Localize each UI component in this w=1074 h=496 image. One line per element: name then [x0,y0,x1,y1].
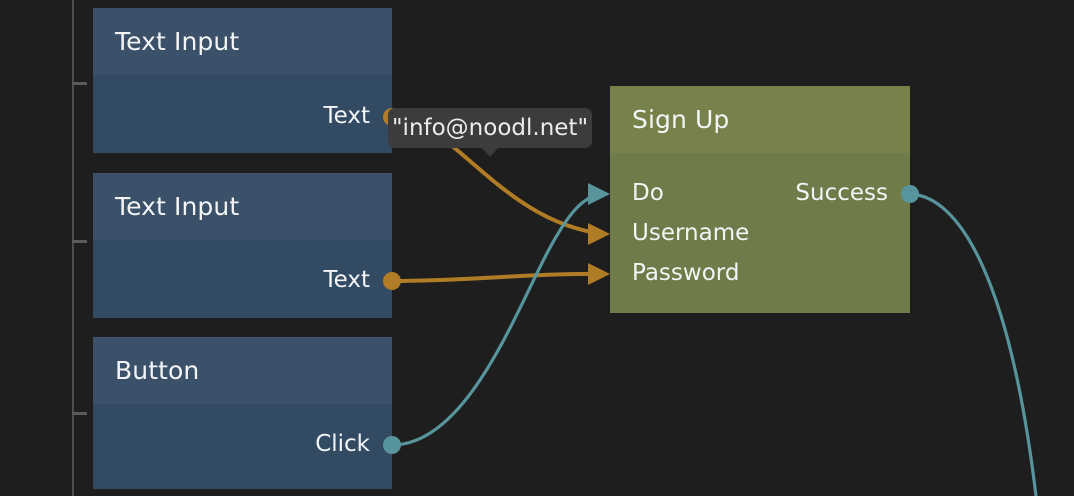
node-body: Click [93,404,392,489]
wire [390,271,606,283]
node-button[interactable]: Button Click [93,337,392,489]
port-value-tooltip: "info@noodl.net" [388,108,592,157]
node-title: Text Input [115,192,240,221]
node-title: Text Input [115,27,240,56]
port-arrow [588,223,610,245]
port-label: Click [315,431,370,457]
output-port-click[interactable]: Click [315,431,370,457]
node-header[interactable]: Button [93,337,392,404]
port-arrow [588,263,610,285]
node-tree-rail [72,0,74,496]
tree-stub [72,82,87,85]
node-body: Do Username Password Success [610,153,910,313]
port-label: Success [795,180,888,206]
port-label: Do [632,180,664,206]
port-label: Text [323,103,370,129]
tree-stub [72,240,87,243]
output-port-success[interactable]: Success [795,180,888,206]
node-header[interactable]: Sign Up [610,86,910,153]
node-text-input-2[interactable]: Text Input Text [93,173,392,318]
node-sign-up[interactable]: Sign Up Do Username Password Success [610,86,910,313]
input-port-do[interactable]: Do [632,180,664,206]
node-body: Text [93,240,392,318]
node-body: Text [93,75,392,153]
node-header[interactable]: Text Input [93,173,392,240]
input-port-password[interactable]: Password [632,260,739,286]
output-port-text[interactable]: Text [323,103,370,129]
port-label: Text [323,267,370,293]
node-title: Button [115,356,200,385]
node-title: Sign Up [632,105,730,134]
node-text-input-1[interactable]: Text Input Text [93,8,392,153]
port-arrow [588,183,610,205]
port-label: Password [632,260,740,286]
wire [390,192,606,447]
port-label: Username [632,220,750,246]
tooltip-tail [481,147,499,157]
tree-stub [72,412,87,415]
wire [908,192,1038,496]
tooltip-text: "info@noodl.net" [391,115,589,141]
input-port-username[interactable]: Username [632,220,749,246]
node-header[interactable]: Text Input [93,8,392,75]
output-port-text[interactable]: Text [323,267,370,293]
